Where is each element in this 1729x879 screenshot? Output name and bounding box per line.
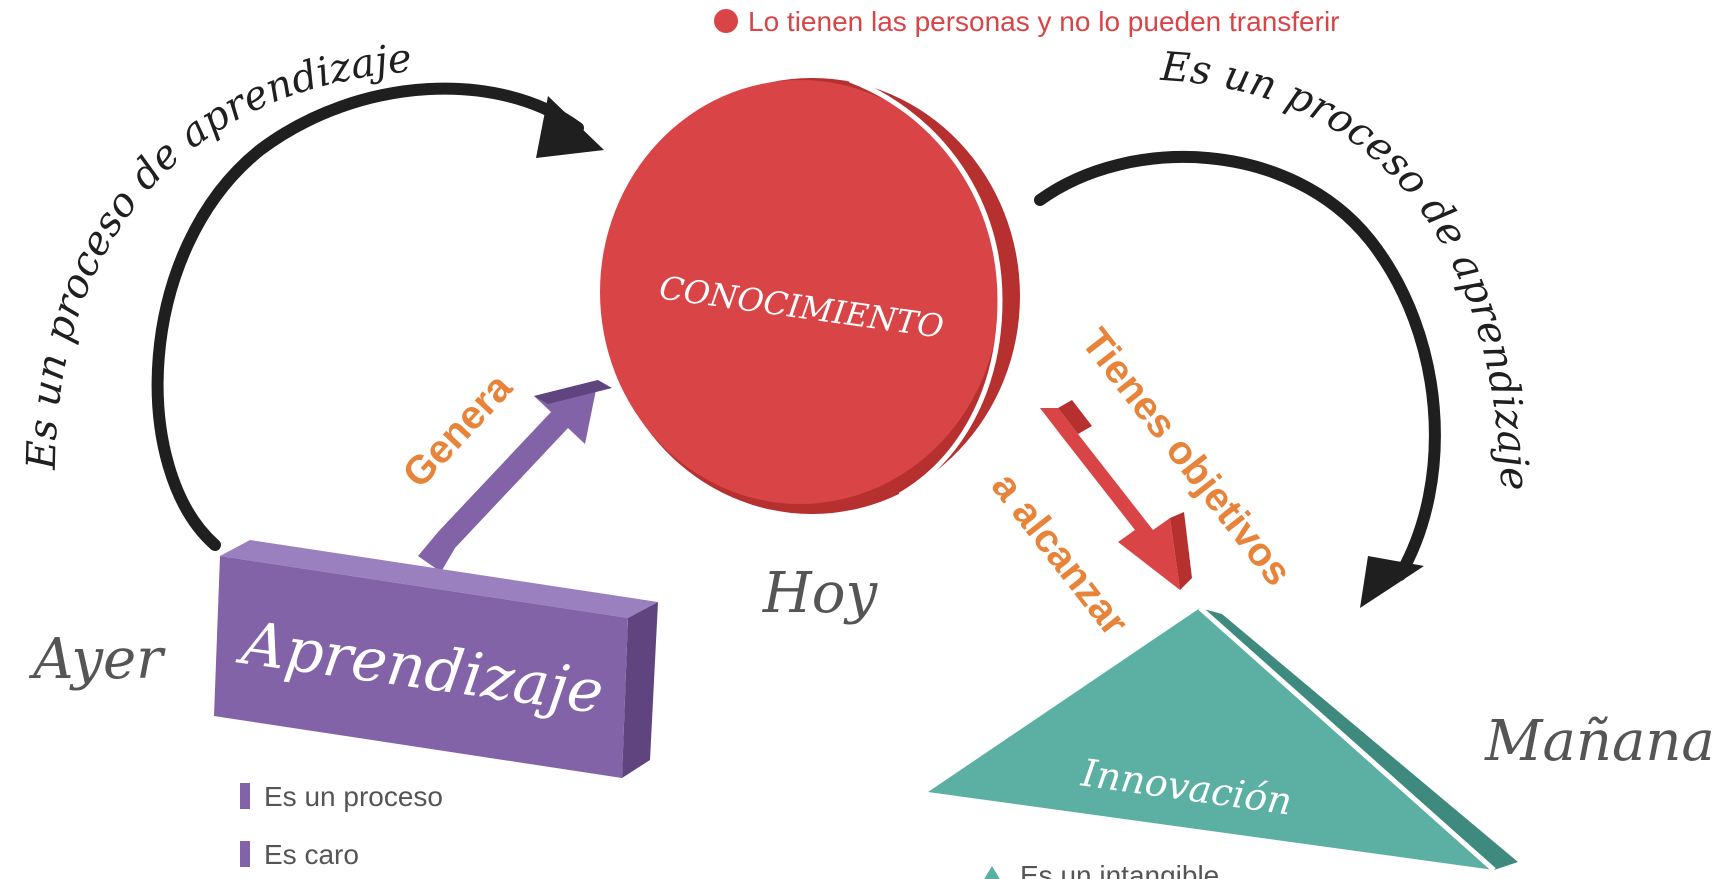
innovacion-prism-edge — [1198, 606, 1496, 872]
list-item: Es un intangible — [984, 860, 1219, 879]
left-arc-line — [151, 82, 584, 551]
list-item-text: Es un proceso — [264, 781, 443, 812]
teal-triangle-bullet-icon — [984, 866, 1000, 879]
aprendizaje-node: Aprendizaje — [214, 540, 658, 778]
aprendizaje-block-front — [214, 556, 628, 778]
conocimiento-disc-highlight — [849, 77, 1003, 498]
purple-bullet-icon — [240, 783, 250, 809]
genera-arrow: Genera — [394, 365, 612, 572]
left-arc-arrowhead — [536, 96, 604, 158]
top-note: Lo tienen las personas y no lo pueden tr… — [714, 6, 1340, 37]
genera-arrow-body — [418, 380, 598, 572]
right-arc-line — [1034, 151, 1441, 581]
red-dot-icon — [714, 9, 738, 33]
objetivos-arrow-body — [1040, 408, 1180, 590]
ayer-label: Ayer — [28, 627, 166, 692]
right-arc-label: Es un proceso de aprendizaje — [1158, 44, 1537, 492]
objetivos-arrow: Tienes objetivos a alcanzar — [983, 320, 1300, 644]
list-item: Es caro — [240, 839, 359, 870]
objetivos-arrow-side-tip — [1170, 512, 1192, 590]
innovacion-prism-side — [1200, 608, 1518, 870]
list-item-text: Es un intangible — [1020, 860, 1219, 879]
hoy-label: Hoy — [762, 561, 879, 626]
innovacion-bullets: Es un intangible — [984, 860, 1219, 879]
conocimiento-node: CONOCIMIENTO — [600, 77, 1020, 514]
right-arc-label-text: Es un proceso de aprendizaje — [1158, 44, 1537, 492]
right-arc-arrowhead — [1360, 556, 1424, 608]
conocimiento-disc-face — [600, 80, 1000, 504]
list-item: Es un proceso — [240, 781, 443, 812]
genera-arrow-side — [534, 380, 612, 404]
aprendizaje-block-top — [220, 540, 658, 618]
innovacion-prism-face — [928, 608, 1494, 870]
manana-label: Mañana — [1484, 709, 1715, 774]
right-process-arc: Es un proceso de aprendizaje — [1034, 44, 1538, 608]
list-item-text: Es caro — [264, 839, 359, 870]
purple-bullet-icon — [240, 841, 250, 867]
top-note-text: Lo tienen las personas y no lo pueden tr… — [748, 6, 1340, 37]
aprendizaje-block-side — [622, 602, 658, 778]
objetivos-arrow-side — [1058, 400, 1092, 434]
aprendizaje-bullets: Es un proceso Es caro — [240, 781, 443, 870]
innovacion-node: Innovación — [928, 606, 1518, 872]
